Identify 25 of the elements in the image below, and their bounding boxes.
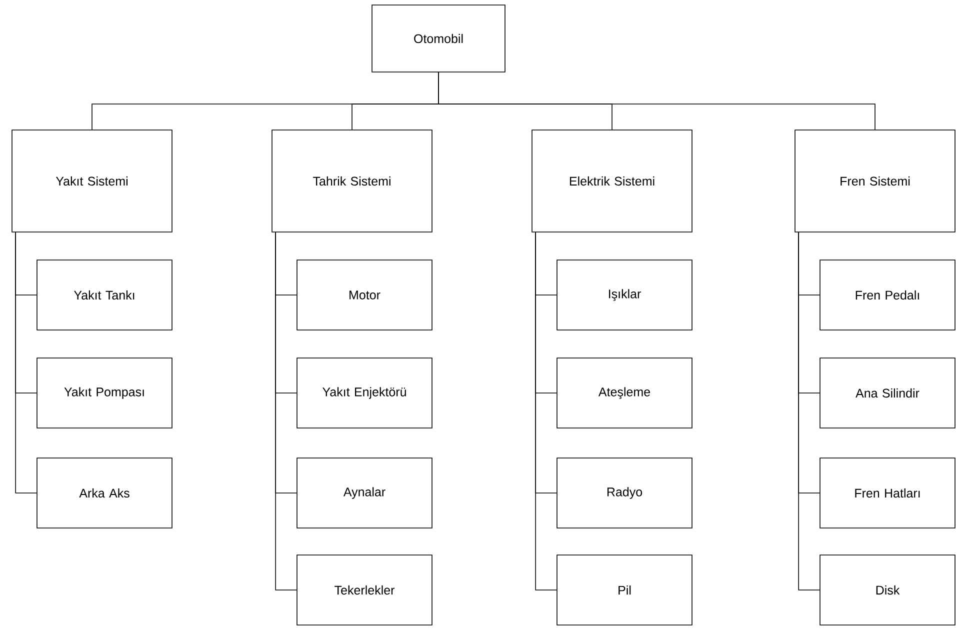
box: Aynalar xyxy=(296,458,432,528)
box: Tekerlekler xyxy=(296,554,432,626)
box: Ateşleme xyxy=(556,358,692,428)
box: Yakıt Tankı xyxy=(36,260,172,330)
box: Tahrik Sistemi xyxy=(272,130,432,232)
box: Işıklar xyxy=(556,260,692,330)
box: Motor xyxy=(296,260,432,330)
box: Fren Pedalı xyxy=(820,260,956,330)
box: Arka Aks xyxy=(36,458,172,528)
connector-line xyxy=(275,232,297,590)
box: Disk xyxy=(820,554,956,626)
connector-line xyxy=(438,72,876,130)
box: Yakıt Enjektörü xyxy=(296,358,432,428)
box: Radyo xyxy=(556,458,692,528)
box: Fren Hatları xyxy=(820,458,956,528)
connector-line xyxy=(798,232,820,590)
box: Ana Silindir xyxy=(820,358,956,428)
connector-line xyxy=(535,232,557,590)
box: Pil xyxy=(556,554,692,626)
box: Fren Sistemi xyxy=(794,130,956,232)
box: Otomobil xyxy=(372,4,506,72)
connector-line xyxy=(15,232,37,494)
box: Elektrik Sistemi xyxy=(532,130,692,232)
box: Yakıt Pompası xyxy=(36,358,172,428)
box: Yakıt Sistemi xyxy=(12,130,172,232)
